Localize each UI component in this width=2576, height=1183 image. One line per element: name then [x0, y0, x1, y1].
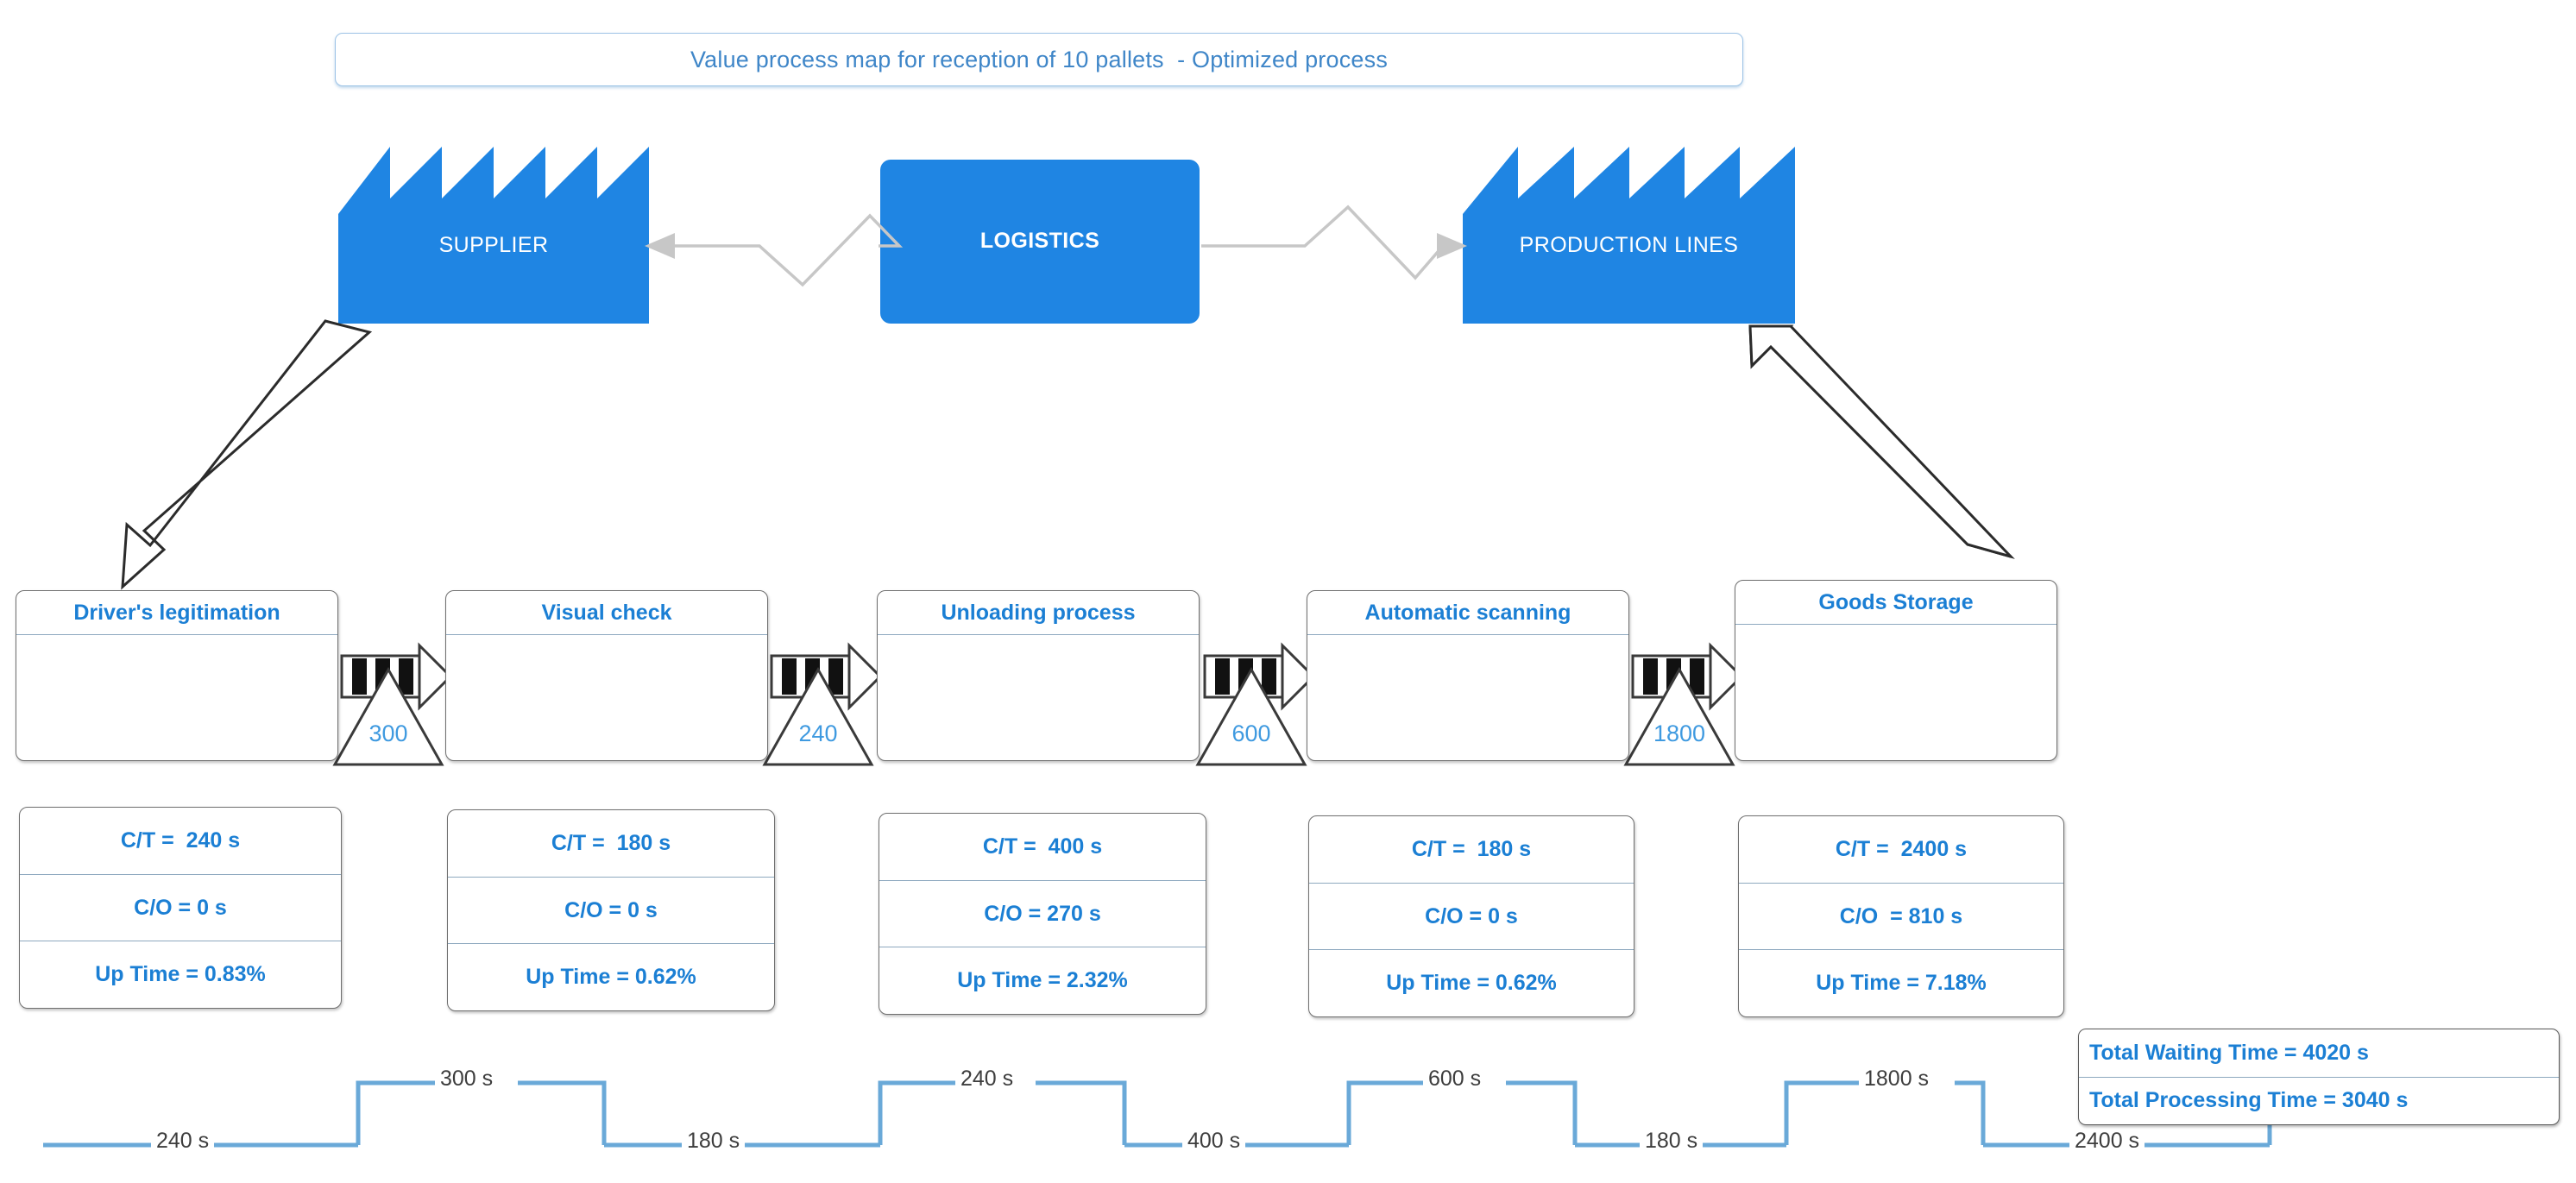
rounded-rect-shape: [880, 160, 1200, 324]
uptime-value-4: Up Time = 0.62%: [1386, 971, 1557, 996]
inventory-triangle-2: [762, 666, 874, 766]
data-row-co-2: C/O = 0 s: [448, 878, 774, 945]
info-flow-right: [1201, 205, 1457, 280]
ct-value-3: C/T = 400 s: [982, 834, 1103, 859]
ct-value-5: C/T = 2400 s: [1835, 836, 1968, 861]
process-box-5[interactable]: Goods Storage: [1735, 580, 2057, 761]
data-box-5[interactable]: C/T = 2400 s C/O = 810 s Up Time = 7.18%: [1738, 815, 2064, 1017]
data-row-uptime-5: Up Time = 7.18%: [1739, 950, 2063, 1016]
data-row-co-3: C/O = 270 s: [879, 881, 1206, 948]
material-flow-in-arrow: [121, 319, 373, 590]
timeline-processing-2: 180 s: [682, 1129, 746, 1154]
data-row-ct-2: C/T = 180 s: [448, 810, 774, 878]
data-row-ct-1: C/T = 240 s: [20, 808, 341, 875]
data-row-ct-4: C/T = 180 s: [1309, 816, 1634, 884]
total-waiting-time: Total Waiting Time = 4020 s: [2089, 1040, 2369, 1065]
supplier-label: SUPPLIER: [438, 233, 549, 257]
logistics-label: LOGISTICS: [979, 229, 1100, 253]
inventory-triangle-4: [1623, 666, 1735, 766]
timeline-waiting-3: 600 s: [1423, 1067, 1487, 1092]
process-title-4: Automatic scanning: [1364, 600, 1571, 625]
data-box-4[interactable]: C/T = 180 s C/O = 0 s Up Time = 0.62%: [1308, 815, 1634, 1017]
process-header-4: Automatic scanning: [1307, 591, 1628, 635]
data-row-uptime-1: Up Time = 0.83%: [20, 941, 341, 1008]
co-value-1: C/O = 0 s: [134, 895, 227, 920]
timeline-waiting-1: 300 s: [435, 1067, 499, 1092]
data-row-co-1: C/O = 0 s: [20, 875, 341, 942]
co-value-4: C/O = 0 s: [1425, 903, 1518, 928]
total-waiting-row: Total Waiting Time = 4020 s: [2079, 1029, 2559, 1078]
process-header-1: Driver's legitimation: [16, 591, 337, 635]
data-box-2[interactable]: C/T = 180 s C/O = 0 s Up Time = 0.62%: [447, 809, 775, 1011]
data-row-ct-5: C/T = 2400 s: [1739, 816, 2063, 884]
arrowhead-left: [645, 233, 675, 259]
uptime-value-2: Up Time = 0.62%: [526, 965, 696, 990]
process-header-5: Goods Storage: [1735, 581, 2056, 625]
total-processing-time: Total Processing Time = 3040 s: [2089, 1088, 2409, 1113]
data-row-ct-3: C/T = 400 s: [879, 814, 1206, 881]
totals-box[interactable]: Total Waiting Time = 4020 s Total Proces…: [2078, 1029, 2560, 1125]
data-row-co-4: C/O = 0 s: [1309, 884, 1634, 951]
process-body-1: [16, 635, 337, 804]
co-value-5: C/O = 810 s: [1839, 903, 1963, 928]
data-row-uptime-4: Up Time = 0.62%: [1309, 950, 1634, 1016]
inventory-value-4: 1800: [1653, 720, 1706, 746]
timeline-waiting-4: 1800 s: [1859, 1067, 1935, 1092]
push-arrow-3: [1203, 642, 1316, 711]
timeline-processing-5: 2400 s: [2069, 1129, 2145, 1154]
push-arrow-2: [770, 642, 883, 711]
uptime-value-5: Up Time = 7.18%: [1816, 971, 1987, 996]
factory-icon: [338, 147, 649, 324]
co-value-3: C/O = 270 s: [984, 901, 1101, 926]
timeline-processing-1: 240 s: [151, 1129, 215, 1154]
process-title-3: Unloading process: [941, 600, 1136, 625]
process-body-5: [1735, 625, 2056, 804]
page-title: Value process map for reception of 10 pa…: [690, 46, 1389, 72]
process-box-3[interactable]: Unloading process: [877, 590, 1200, 761]
logistics-node[interactable]: LOGISTICS: [880, 160, 1200, 324]
data-row-uptime-2: Up Time = 0.62%: [448, 944, 774, 1010]
inventory-value-1: 300: [368, 720, 408, 746]
data-box-3[interactable]: C/T = 400 s C/O = 270 s Up Time = 2.32%: [879, 813, 1206, 1015]
production-lines-label: PRODUCTION LINES: [1519, 233, 1739, 257]
timeline-processing-4: 180 s: [1640, 1129, 1704, 1154]
inventory-value-2: 240: [798, 720, 838, 746]
process-title-1: Driver's legitimation: [73, 600, 280, 625]
data-row-uptime-3: Up Time = 2.32%: [879, 947, 1206, 1014]
process-box-4[interactable]: Automatic scanning: [1307, 590, 1629, 761]
ct-value-2: C/T = 180 s: [551, 830, 671, 855]
timeline-waiting-2: 240 s: [955, 1067, 1019, 1092]
push-arrow-1: [340, 642, 453, 711]
process-body-2: [446, 635, 767, 804]
process-body-4: [1307, 635, 1628, 804]
process-body-3: [878, 635, 1199, 804]
co-value-2: C/O = 0 s: [564, 897, 658, 922]
data-box-1[interactable]: C/T = 240 s C/O = 0 s Up Time = 0.83%: [19, 807, 342, 1009]
supplier-node[interactable]: SUPPLIER: [338, 147, 649, 324]
factory-icon: [1463, 147, 1795, 324]
process-header-2: Visual check: [446, 591, 767, 635]
process-header-3: Unloading process: [878, 591, 1199, 635]
info-flow-left: [656, 213, 904, 287]
production-lines-node[interactable]: PRODUCTION LINES: [1463, 147, 1795, 324]
inventory-value-3: 600: [1231, 720, 1271, 746]
uptime-value-3: Up Time = 2.32%: [957, 968, 1128, 993]
total-processing-row: Total Processing Time = 3040 s: [2079, 1078, 2559, 1125]
process-title-2: Visual check: [541, 600, 672, 625]
diagram-title-box: Value process map for reception of 10 pa…: [335, 33, 1743, 86]
process-box-1[interactable]: Driver's legitimation: [16, 590, 338, 761]
process-box-2[interactable]: Visual check: [445, 590, 768, 761]
ct-value-1: C/T = 240 s: [120, 827, 241, 853]
push-arrow-4: [1631, 642, 1744, 711]
data-row-co-5: C/O = 810 s: [1739, 884, 2063, 951]
inventory-triangle-1: [332, 666, 444, 766]
uptime-value-1: Up Time = 0.83%: [95, 962, 266, 987]
process-title-5: Goods Storage: [1818, 589, 1974, 614]
timeline-processing-3: 400 s: [1182, 1129, 1246, 1154]
ct-value-4: C/T = 180 s: [1411, 836, 1532, 861]
inventory-triangle-3: [1195, 666, 1307, 766]
material-flow-out-arrow: [1748, 324, 2015, 559]
